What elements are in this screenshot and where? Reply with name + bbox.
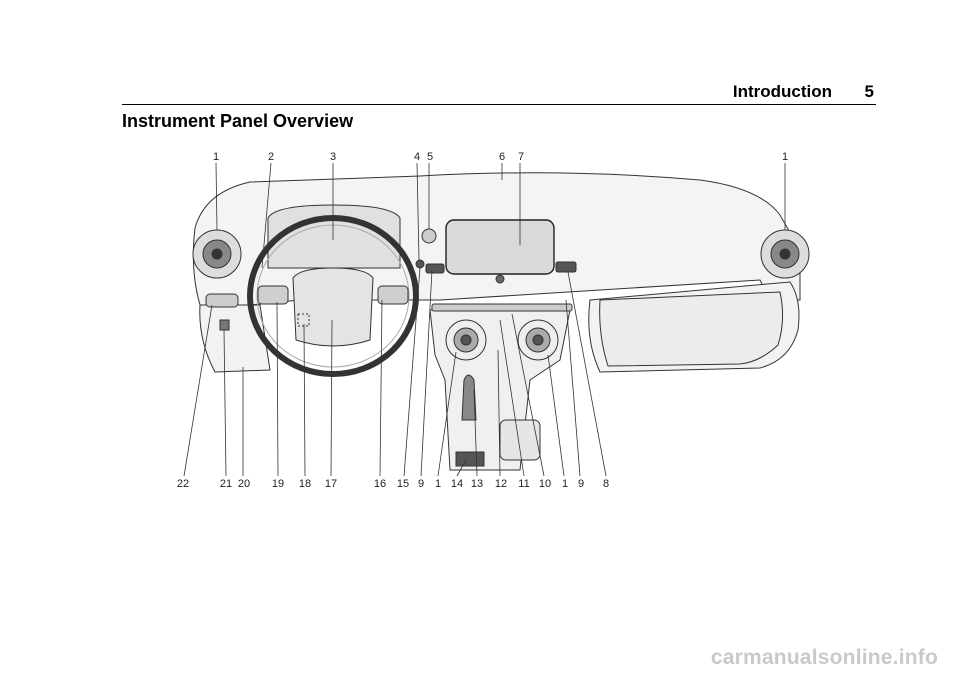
shift-lever	[461, 374, 477, 421]
cupholder-area	[499, 419, 541, 461]
callout-bottom-14: 14	[451, 478, 463, 490]
callout-bottom-10: 10	[539, 478, 551, 490]
callout-top-6: 6	[499, 151, 505, 163]
callout-bottom-17: 17	[325, 478, 337, 490]
callout-bottom-21: 21	[220, 478, 232, 490]
page-title: Instrument Panel Overview	[122, 111, 354, 131]
callout-bottom-13: 13	[471, 478, 483, 490]
callout-bottom-8: 8	[603, 478, 609, 490]
callout-bottom-1a: 1	[435, 478, 441, 490]
leader-lines	[183, 162, 786, 477]
callout-top-3: 3	[330, 151, 336, 163]
callout-top-1: 1	[213, 151, 219, 163]
callout-bottom-9a: 9	[418, 478, 424, 490]
climate-control-strip	[431, 303, 573, 312]
callout-top-4: 4	[414, 151, 420, 163]
instrument-cluster	[267, 204, 401, 269]
watermark: carmanualsonline.info	[710, 646, 938, 669]
callout-top-2: 2	[268, 151, 274, 163]
page-number: 5	[864, 82, 874, 101]
center-display	[445, 219, 555, 275]
callout-bottom-12: 12	[495, 478, 507, 490]
horn-marker	[297, 313, 310, 327]
callout-top-7: 7	[518, 151, 524, 163]
engine-start-button	[421, 228, 437, 244]
callout-bottom-9b: 9	[578, 478, 584, 490]
section-title: Introduction	[732, 82, 832, 101]
callout-top-8: 1	[782, 151, 788, 163]
callout-bottom-18: 18	[299, 478, 311, 490]
wheel-controls-left	[257, 285, 289, 305]
callout-bottom-19: 19	[272, 478, 284, 490]
fuel-door-button	[219, 319, 230, 331]
callout-top-5: 5	[427, 151, 433, 163]
callout-bottom-11: 11	[518, 478, 529, 490]
callout-bottom-22: 22	[177, 478, 189, 490]
callout-bottom-15: 15	[397, 478, 409, 490]
running-header: Introduction 5	[122, 82, 876, 105]
left-switch	[425, 263, 445, 274]
glovebox	[599, 291, 784, 367]
display-knob	[495, 274, 505, 284]
steering-wheel-hub	[292, 267, 374, 347]
callout-bottom-16: 16	[374, 478, 386, 490]
storage-tray	[455, 451, 485, 467]
wheel-controls-right	[377, 285, 409, 305]
wiper-stalk-end	[415, 259, 425, 269]
right-switch	[555, 261, 577, 273]
callout-bottom-1b: 1	[562, 478, 568, 490]
callout-bottom-20: 20	[238, 478, 250, 490]
headlamp-switches	[205, 293, 239, 308]
